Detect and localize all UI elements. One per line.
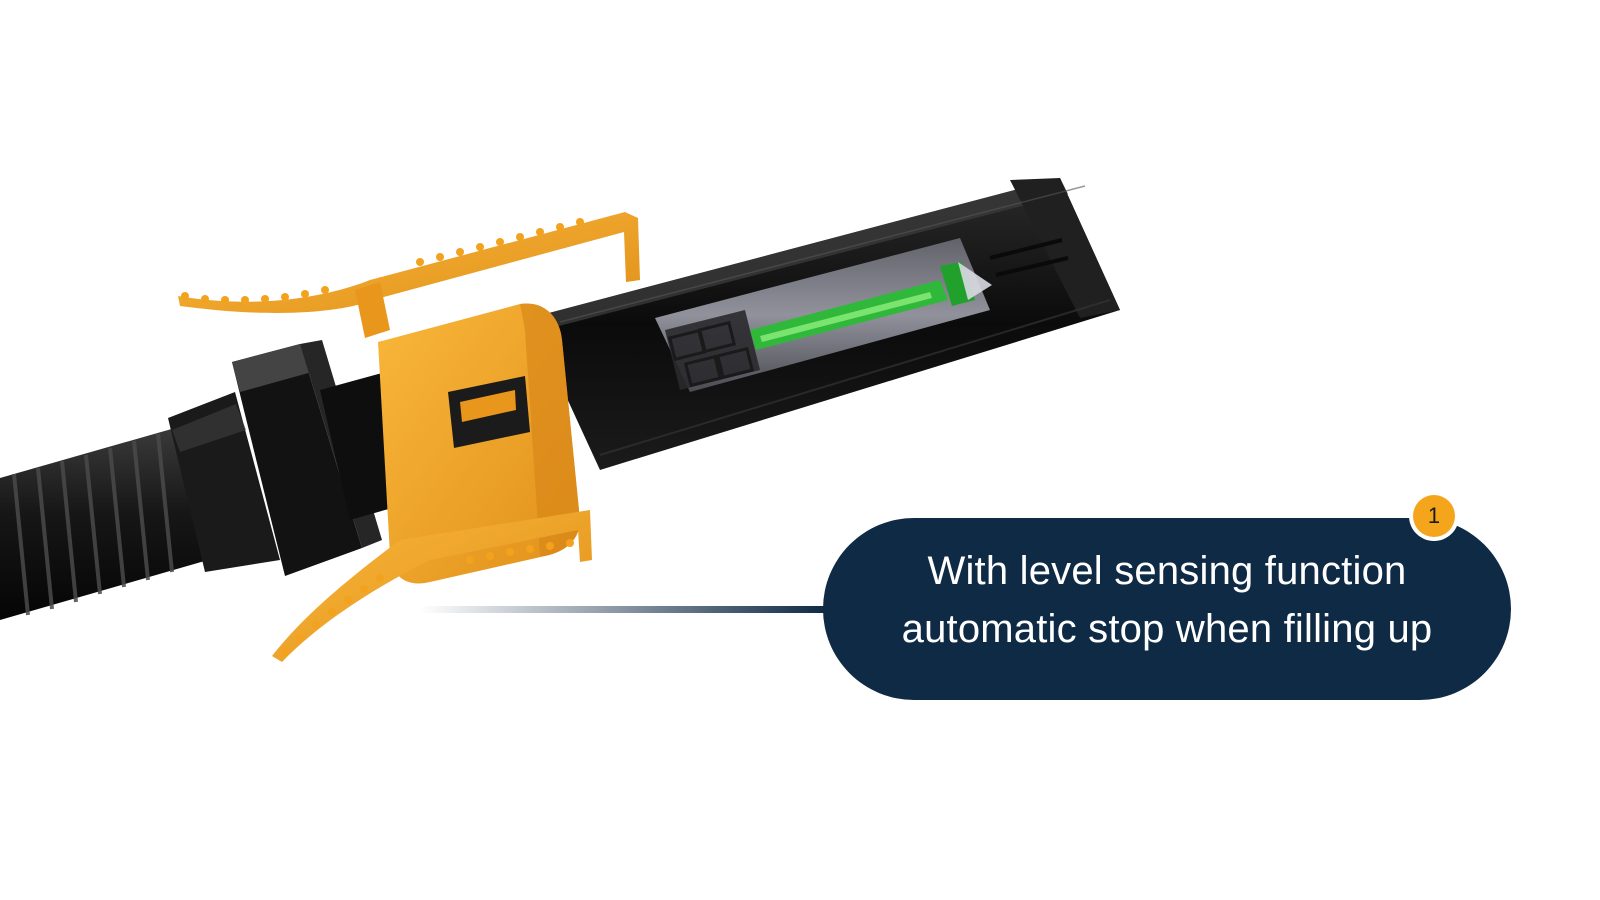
feature-callout-bubble [823, 518, 1511, 700]
clip-slot [448, 376, 530, 448]
callout-connector-line [420, 606, 825, 613]
orange-clip [178, 212, 640, 662]
feature-number-badge: 1 [1413, 495, 1455, 537]
callout-line-1: With level sensing function [927, 549, 1407, 593]
feature-callout-text: With level sensing function automatic st… [823, 542, 1511, 658]
corrugated-hose [0, 428, 215, 620]
nozzle-group [0, 178, 1120, 662]
level-sensor-window [655, 238, 1069, 392]
callout-line-2: automatic stop when filling up [901, 607, 1433, 651]
